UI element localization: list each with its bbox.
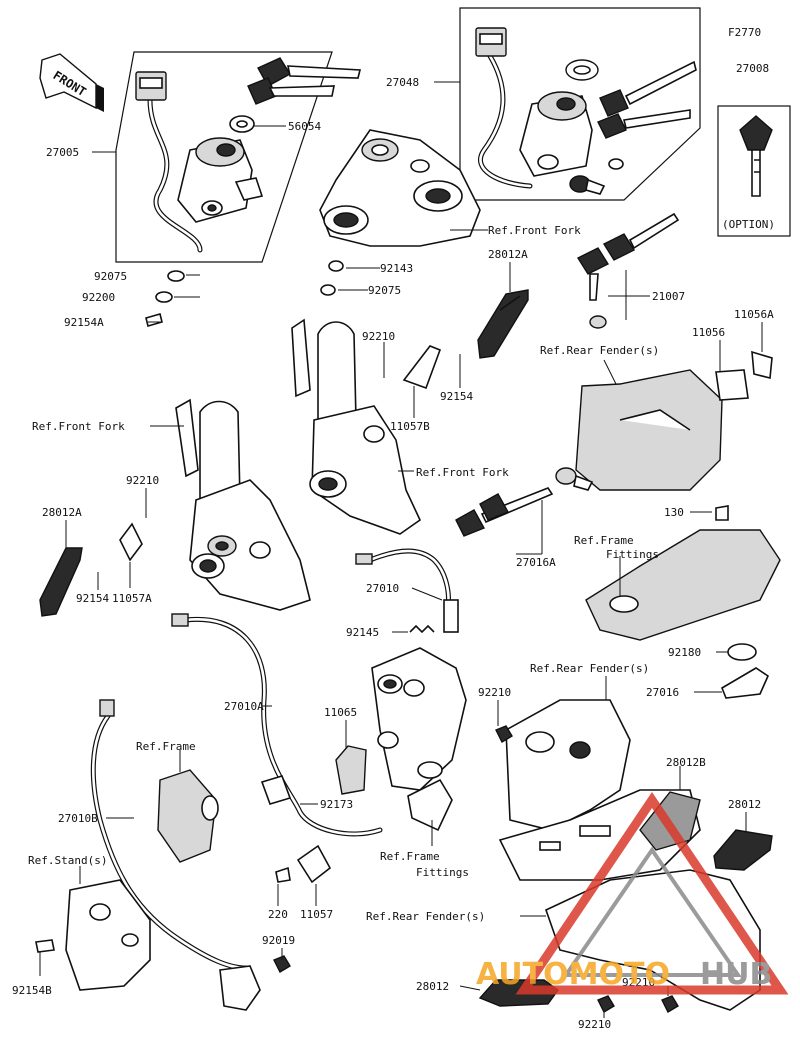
figure-code: F2770	[728, 26, 761, 39]
bracket-11057a	[119, 522, 143, 562]
reflector-28012-right	[713, 829, 773, 871]
label-220: 220	[268, 908, 288, 921]
label-27016: 27016	[646, 686, 679, 699]
label-28012-bottom: 28012	[416, 980, 449, 993]
label-27010a: 27010A	[224, 700, 264, 713]
label-11057b: 11057B	[390, 420, 430, 433]
label-11057a: 11057A	[112, 592, 152, 605]
watermark-hub: HUB	[700, 957, 772, 992]
label-92210-left: 92210	[126, 474, 159, 487]
bracket-11057b	[402, 345, 442, 390]
label-11056a: 11056A	[734, 308, 774, 321]
label-27005: 27005	[46, 146, 79, 159]
frame-fittings-right	[585, 505, 781, 641]
label-92145: 92145	[346, 626, 379, 639]
leader-lines	[39, 81, 763, 1018]
label-92019: 92019	[262, 934, 295, 947]
automotohub-watermark: AUTOMOTO HUB	[476, 791, 789, 995]
seat-lock-assembly	[371, 647, 467, 791]
label-27008: 27008	[736, 62, 769, 75]
fork-assembly-right	[291, 318, 422, 535]
label-92173: 92173	[320, 798, 353, 811]
cable-27010a	[171, 613, 383, 837]
keys-27005	[247, 57, 362, 105]
label-ref-front-fork-top: Ref.Front Fork	[488, 224, 581, 237]
cable-27010	[355, 548, 459, 633]
label-27048: 27048	[386, 76, 419, 89]
label-27016a: 27016A	[516, 556, 556, 569]
rear-fender-upper	[575, 369, 723, 491]
label-ref-frame-fittings-1a: Ref.Frame	[574, 534, 634, 547]
label-92075-right: 92075	[368, 284, 401, 297]
spring-92145	[409, 624, 435, 634]
label-ref-front-fork-left: Ref.Front Fork	[32, 420, 125, 433]
label-28012a-left: 28012A	[42, 506, 82, 519]
washers-92143-92075	[320, 260, 344, 296]
keys-27016a	[455, 467, 594, 537]
label-27010b: 27010B	[58, 812, 98, 825]
washers-left-92075-92200	[145, 270, 185, 327]
label-11065: 11065	[324, 706, 357, 719]
watermark-automoto: AUTOMOTO	[476, 957, 670, 992]
upper-triple-clamp	[319, 129, 481, 247]
reflector-28012a-left	[39, 547, 83, 617]
label-92210-top: 92210	[362, 330, 395, 343]
label-ref-frame: Ref.Frame	[136, 740, 196, 753]
cable-27010b	[90, 699, 249, 971]
option-key-27008	[739, 115, 773, 197]
frame-ref	[157, 769, 219, 863]
ignition-set-27048-frame	[459, 7, 701, 201]
label-92200: 92200	[82, 291, 115, 304]
label-27010: 27010	[366, 582, 399, 595]
fork-assembly-left	[175, 398, 311, 611]
label-92154b: 92154B	[12, 984, 52, 997]
ignition-switch-27005	[135, 71, 264, 253]
label-ref-front-fork-mid: Ref.Front Fork	[416, 466, 509, 479]
label-92143: 92143	[380, 262, 413, 275]
bracket-11057	[275, 844, 332, 884]
label-92210-bottom-center: 92210	[578, 1018, 611, 1031]
nut-92019	[273, 955, 291, 973]
label-28012a-top: 28012A	[488, 248, 528, 261]
label-ref-rear-fender-2: Ref.Rear Fender(s)	[530, 662, 649, 675]
label-option: (OPTION)	[722, 218, 775, 231]
label-ref-rear-fender-3: Ref.Rear Fender(s)	[366, 910, 485, 923]
keys-21007	[576, 212, 680, 329]
bracket-frame-fittings-left	[407, 778, 453, 832]
side-stand-switch	[35, 879, 261, 1011]
option-key-box	[717, 105, 791, 237]
washer-56054	[229, 115, 255, 133]
label-92154-top: 92154	[440, 390, 473, 403]
part-labels: F2770 27005 56054 27048 27008 (OPTION) 9…	[12, 26, 775, 1031]
label-11057: 11057	[300, 908, 333, 921]
label-92154a: 92154A	[64, 316, 104, 329]
lock-cylinder-11065	[335, 745, 367, 795]
brackets-11056-11056a	[715, 350, 773, 401]
label-92210-mid: 92210	[478, 686, 511, 699]
label-130: 130	[664, 506, 684, 519]
front-arrow-icon: FRONT	[39, 53, 104, 112]
label-21007: 21007	[652, 290, 685, 303]
label-ref-rear-fender-1: Ref.Rear Fender(s)	[540, 344, 659, 357]
label-92154-left: 92154	[76, 592, 109, 605]
label-28012b: 28012B	[666, 756, 706, 769]
label-ref-frame-fittings-2b: Fittings	[416, 866, 469, 879]
label-92075-left: 92075	[94, 270, 127, 283]
label-ref-stand: Ref.Stand(s)	[28, 854, 107, 867]
ignition-set-27005-frame	[115, 51, 333, 263]
label-ref-frame-fittings-1b: Fittings	[606, 548, 659, 561]
label-28012-right: 28012	[728, 798, 761, 811]
label-11056: 11056	[692, 326, 725, 339]
label-56054: 56054	[288, 120, 321, 133]
nuts-92210-bottom	[495, 725, 679, 1013]
label-ref-frame-fittings-2a: Ref.Frame	[380, 850, 440, 863]
label-92180: 92180	[668, 646, 701, 659]
ignition-switch-27048	[475, 27, 697, 195]
latch-27016	[721, 643, 770, 699]
reflector-28012a-top	[477, 289, 529, 359]
clamp-92173	[260, 775, 292, 805]
